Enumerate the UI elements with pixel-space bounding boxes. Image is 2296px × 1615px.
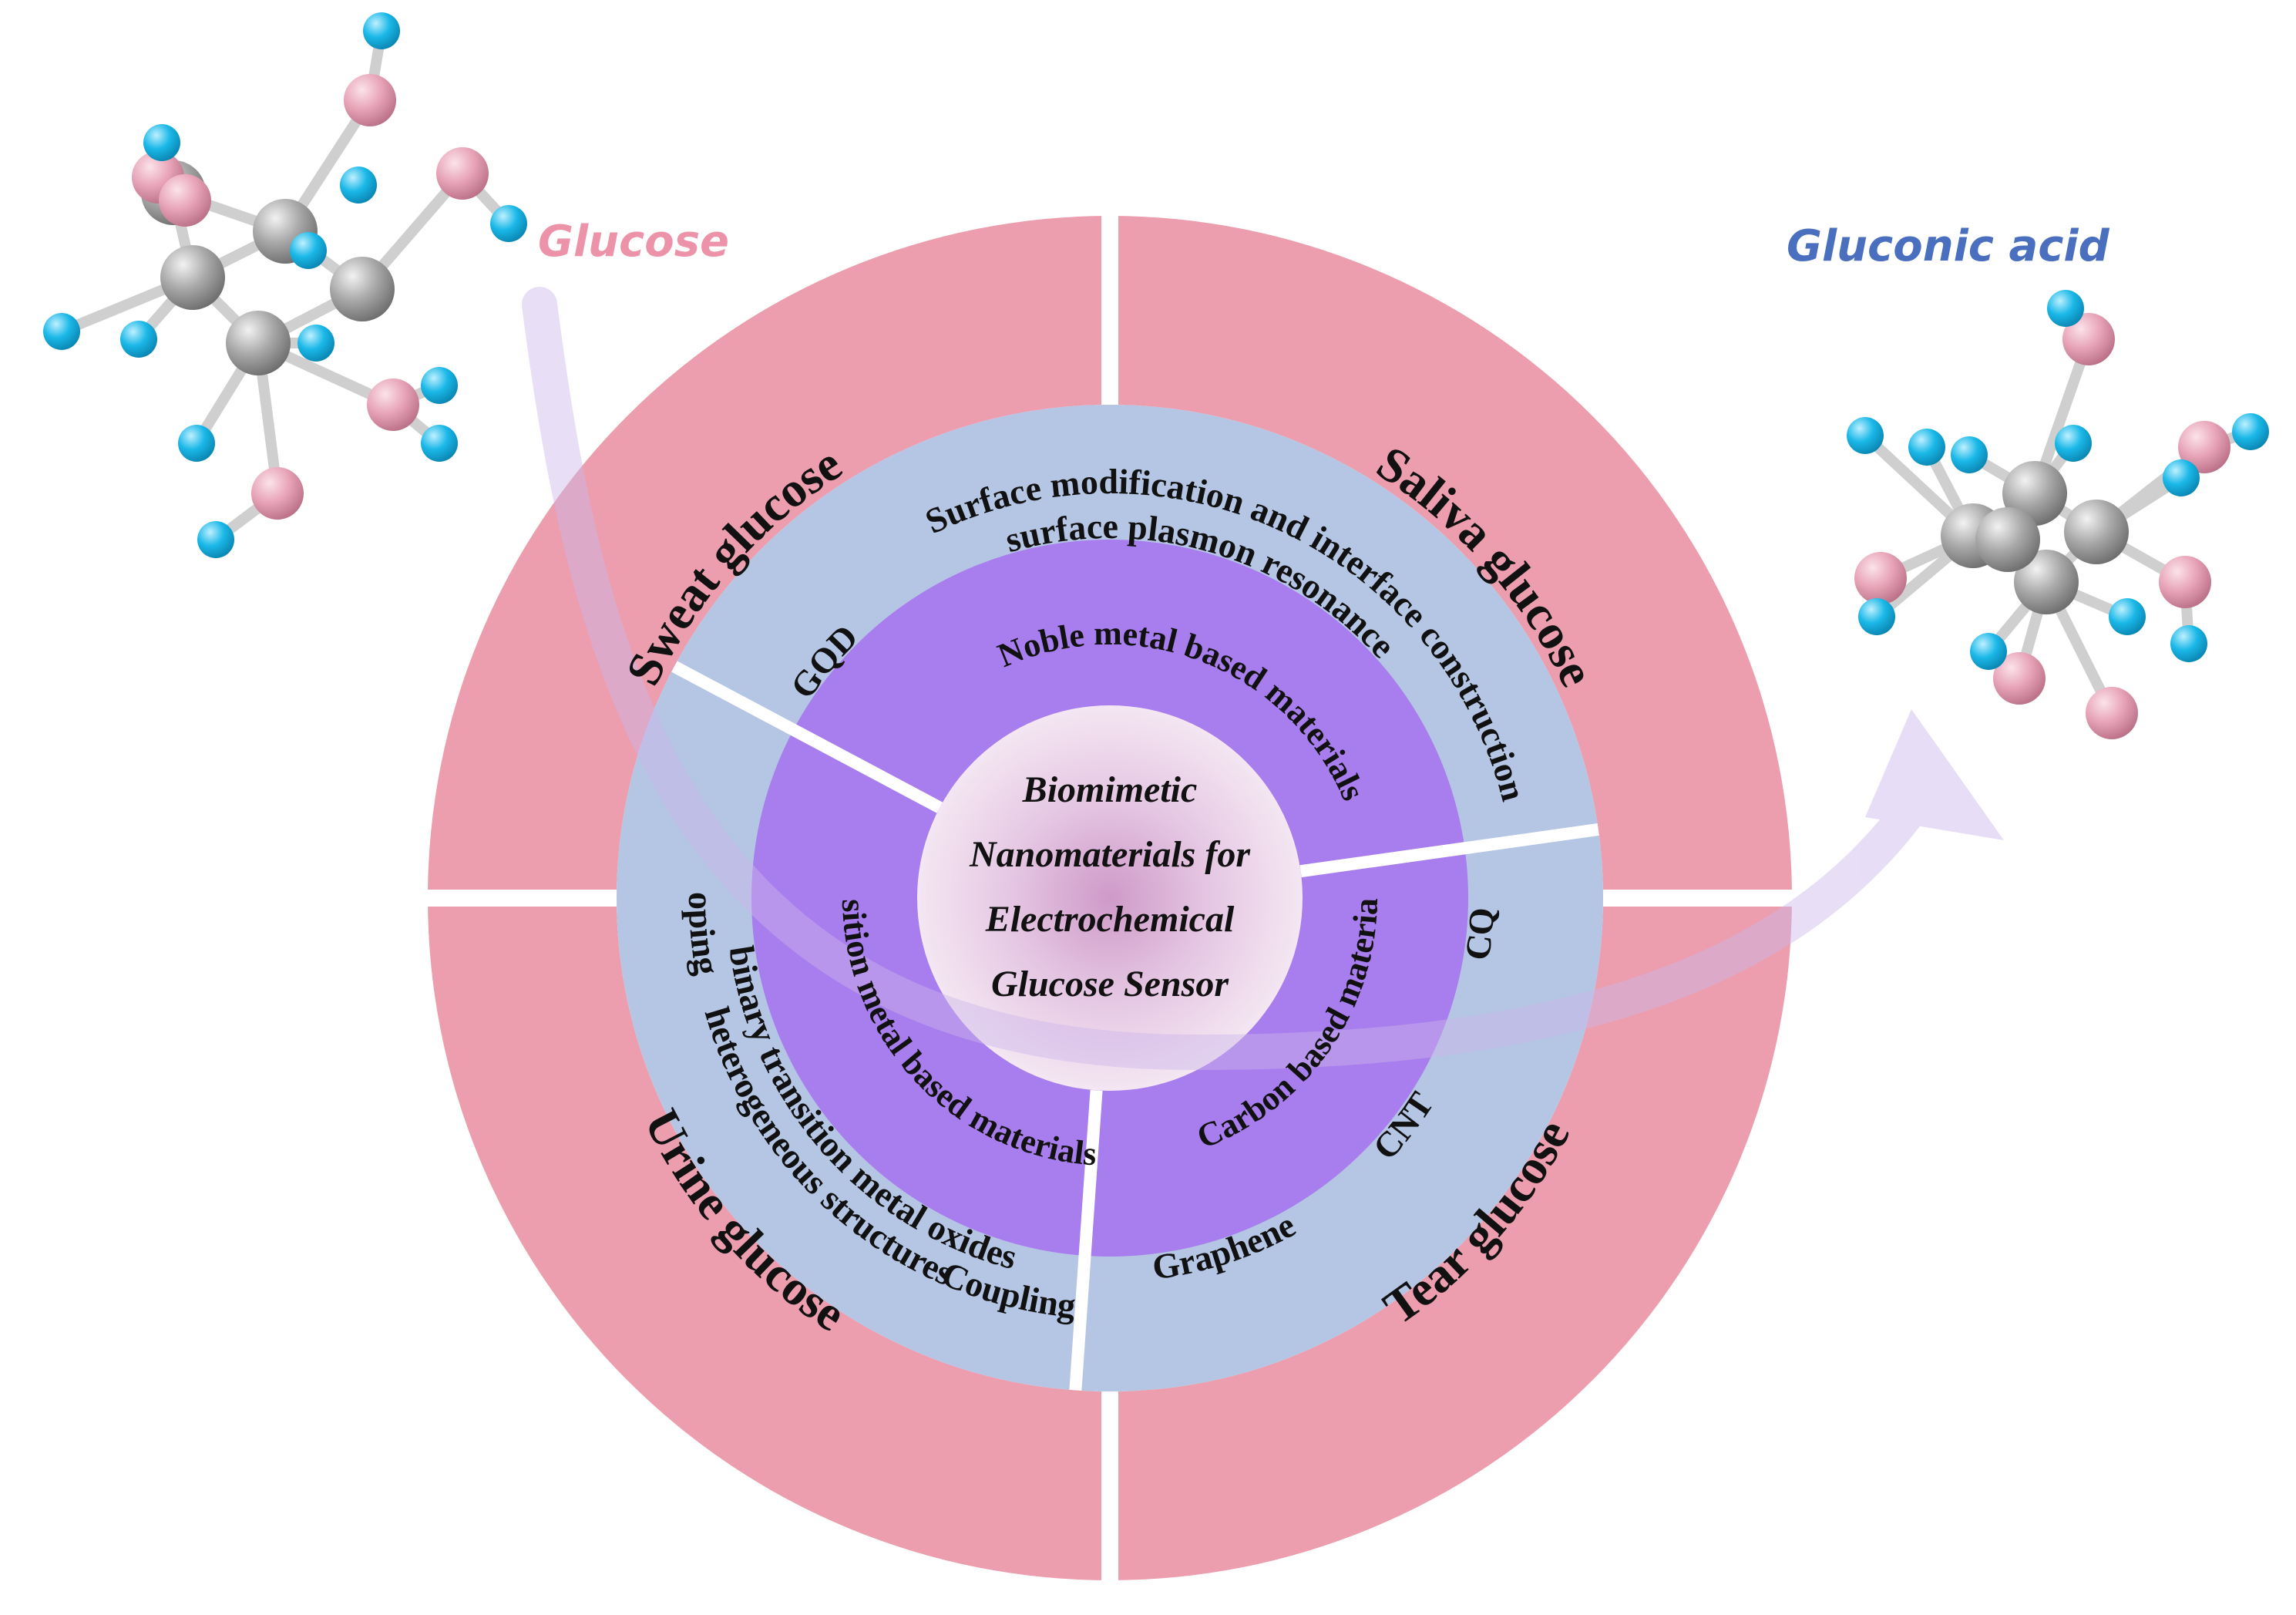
reaction-arrow [522, 287, 2004, 1071]
hydrogen-atom [197, 521, 234, 558]
oxygen-atom [1993, 652, 2046, 705]
oxygen-atom [436, 147, 489, 200]
gluconic-acid-molecule [1847, 290, 2269, 739]
center-title-line4: Glucose Sensor [991, 964, 1229, 1004]
hydrogen-atom [43, 313, 80, 350]
outer-sector-sweat [428, 216, 1110, 898]
hydrogen-atom [421, 425, 458, 462]
hydrogen-atom [1908, 429, 1945, 466]
gluconic-acid-label: Gluconic acid [1787, 221, 2110, 271]
center-title-line3: Electrochemical [985, 899, 1235, 940]
hydrogen-atom [298, 325, 334, 362]
hydrogen-atom [1858, 598, 1895, 635]
hydrogen-atom [2232, 413, 2269, 450]
hydrogen-atom [2163, 459, 2200, 496]
oxygen-atom [367, 379, 419, 431]
oxygen-atom [344, 74, 396, 126]
oxygen-atom [2086, 687, 2138, 739]
carbon-atom [2014, 550, 2079, 614]
center-title: Biomimetic Nanomaterials for Electrochem… [969, 769, 1251, 1004]
sector-dividers [416, 204, 1804, 1592]
hydrogen-atom [340, 167, 377, 204]
hydrogen-atom [290, 232, 327, 269]
hydrogen-atom [490, 205, 527, 242]
outer-sector-saliva [1110, 216, 1792, 898]
oxygen-atom [2178, 421, 2230, 473]
sector-divider-bottom [1069, 1089, 1103, 1391]
oxygen-atom [2159, 556, 2211, 608]
hydrogen-atom [143, 124, 180, 161]
carbon-atom [330, 257, 395, 321]
hydrogen-atom [2109, 598, 2146, 635]
center-circle [917, 705, 1303, 1091]
hydrogen-atom [1847, 417, 1884, 454]
center-title-line2: Nanomaterials for [969, 834, 1251, 875]
hydrogen-atom [363, 12, 400, 49]
hydrogen-atom [1951, 436, 1988, 473]
sector-divider-right [1299, 823, 1599, 878]
glucose-label: Glucose [538, 217, 729, 267]
oxygen-atom [2062, 313, 2115, 365]
carbon-atom [226, 311, 291, 375]
carbon-atom [1975, 507, 2040, 572]
glucose-molecule [43, 12, 527, 558]
hydrogen-atom [178, 425, 215, 462]
hydrogen-atom [1970, 633, 2007, 670]
carbon-atom [2064, 500, 2129, 564]
hydrogen-atom [421, 367, 458, 404]
outer-ring [428, 216, 1792, 1580]
outer-sector-tear [428, 898, 1110, 1580]
hydrogen-atom [120, 321, 157, 358]
hydrogen-atom [2047, 290, 2084, 327]
oxygen-atom [251, 467, 304, 520]
center-title-line1: Biomimetic [1022, 769, 1198, 810]
sector-divider-upper-left [671, 661, 943, 813]
hydrogen-atom [2055, 425, 2092, 462]
hydrogen-atom [2170, 625, 2207, 662]
oxygen-atom [1854, 552, 1907, 604]
outer-sector-urine [1110, 898, 1792, 1580]
oxygen-atom [159, 174, 211, 227]
carbon-atom [160, 245, 225, 310]
